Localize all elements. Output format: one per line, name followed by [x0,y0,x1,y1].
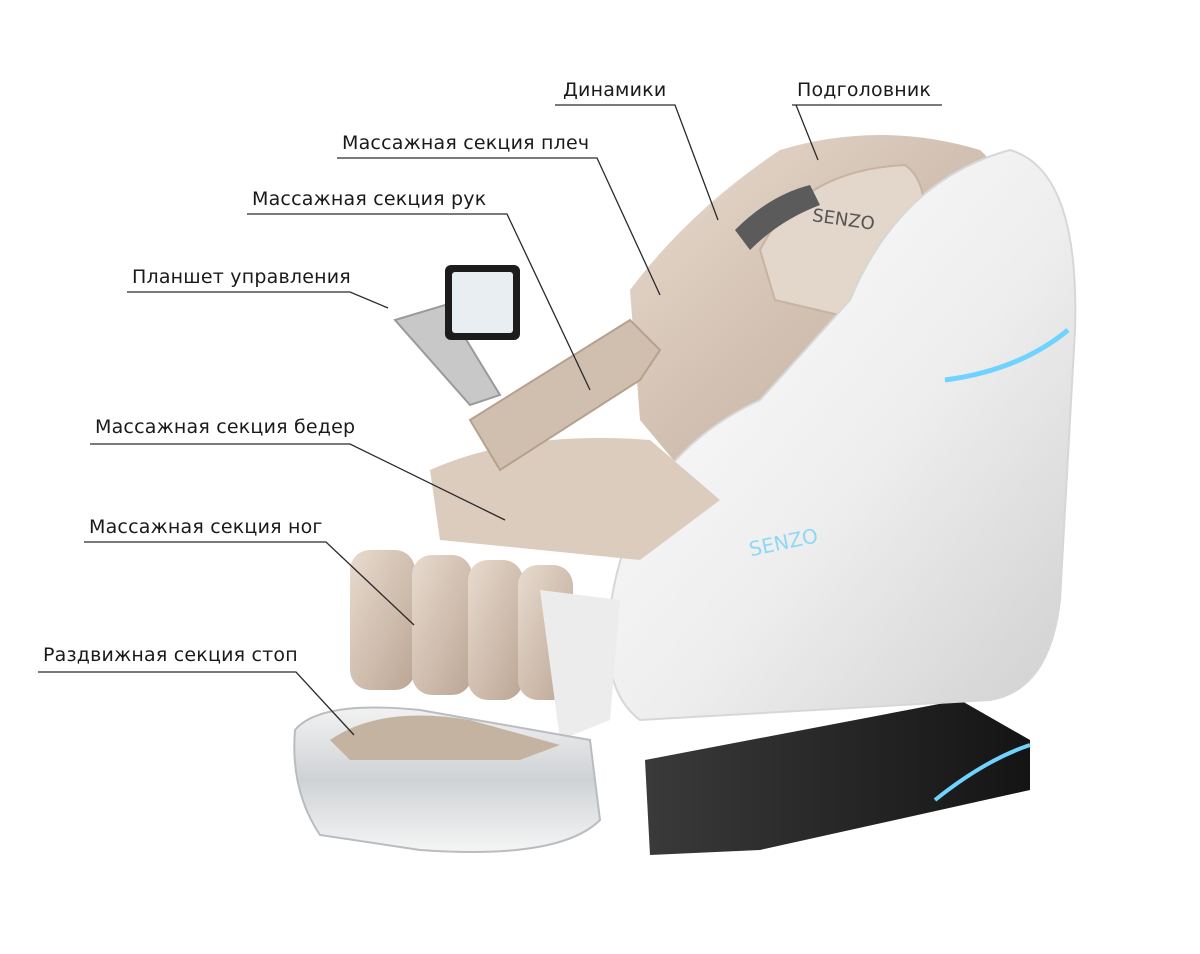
label-headrest: Подголовник [797,79,932,101]
label-hip-massage: Массажная секция бедер [95,416,356,438]
chair-base [645,700,1030,855]
shell-light-strip [944,328,1070,383]
label-control-tablet: Планшет управления [132,266,351,288]
foot-rest-pads [330,715,560,760]
armrest [468,318,662,472]
leader-shoulders [337,157,661,296]
label-shoulder-massage: Массажная секция плеч [342,132,590,154]
label-arm-massage: Массажная секция рук [252,188,487,210]
speaker-grille [735,185,820,250]
leg-shell [540,590,620,740]
leader-speakers [555,104,719,221]
leader-headrest-drop [795,104,819,161]
leader-legs [84,541,415,626]
leader-lines [38,104,942,736]
label-speakers: Динамики [563,79,667,101]
leader-hips [90,443,506,521]
base-light-strip [933,743,1031,802]
label-foot-section: Раздвижная секция стоп [43,644,298,666]
label-leg-massage: Массажная секция ног [89,516,323,538]
leader-arms [247,213,591,391]
leg-massage-section [350,550,573,700]
leader-tablet [127,291,389,309]
tablet-arm [393,303,502,407]
tablet-screen [452,272,513,333]
leader-feet [38,671,355,736]
